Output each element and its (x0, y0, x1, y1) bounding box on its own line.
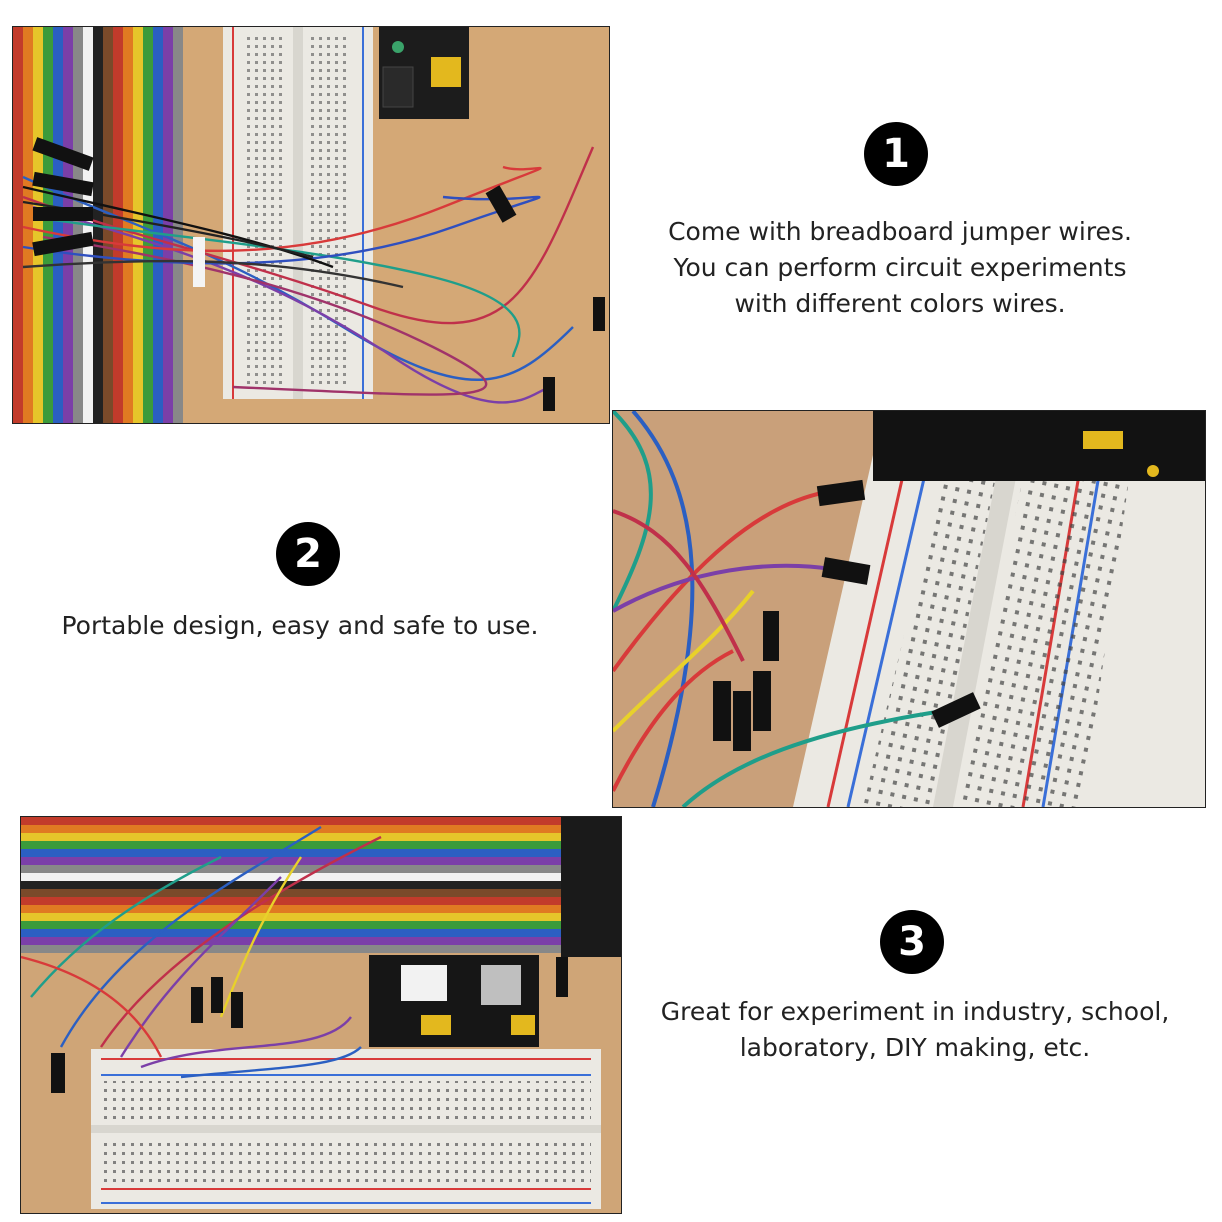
feature-1-number: 1 (882, 131, 910, 177)
feature-2-line-1: Portable design, easy and safe to use. (61, 611, 539, 640)
feature-1-caption: Come with breadboard jumper wires. You c… (640, 214, 1160, 322)
feature-3-line-1: Great for experiment in industry, school… (660, 997, 1170, 1026)
feature-2-caption: Portable design, easy and safe to use. (40, 608, 560, 644)
feature-3-number: 3 (898, 919, 926, 965)
product-photo-breadboard-ribbon (20, 816, 622, 1214)
feature-3-caption: Great for experiment in industry, school… (640, 994, 1190, 1066)
product-photo-breadboard-closeup (612, 410, 1206, 808)
feature-1-badge: 1 (864, 122, 928, 186)
feature-3-line-2: laboratory, DIY making, etc. (739, 1033, 1091, 1062)
product-photo-jumper-wires (12, 26, 610, 424)
feature-2-number: 2 (294, 531, 322, 577)
feature-3-badge: 3 (880, 910, 944, 974)
feature-1-line-1: Come with breadboard jumper wires. (668, 217, 1132, 246)
feature-1-line-3: with different colors wires. (734, 289, 1066, 318)
feature-2-badge: 2 (276, 522, 340, 586)
feature-1-line-2: You can perform circuit experiments (673, 253, 1127, 282)
